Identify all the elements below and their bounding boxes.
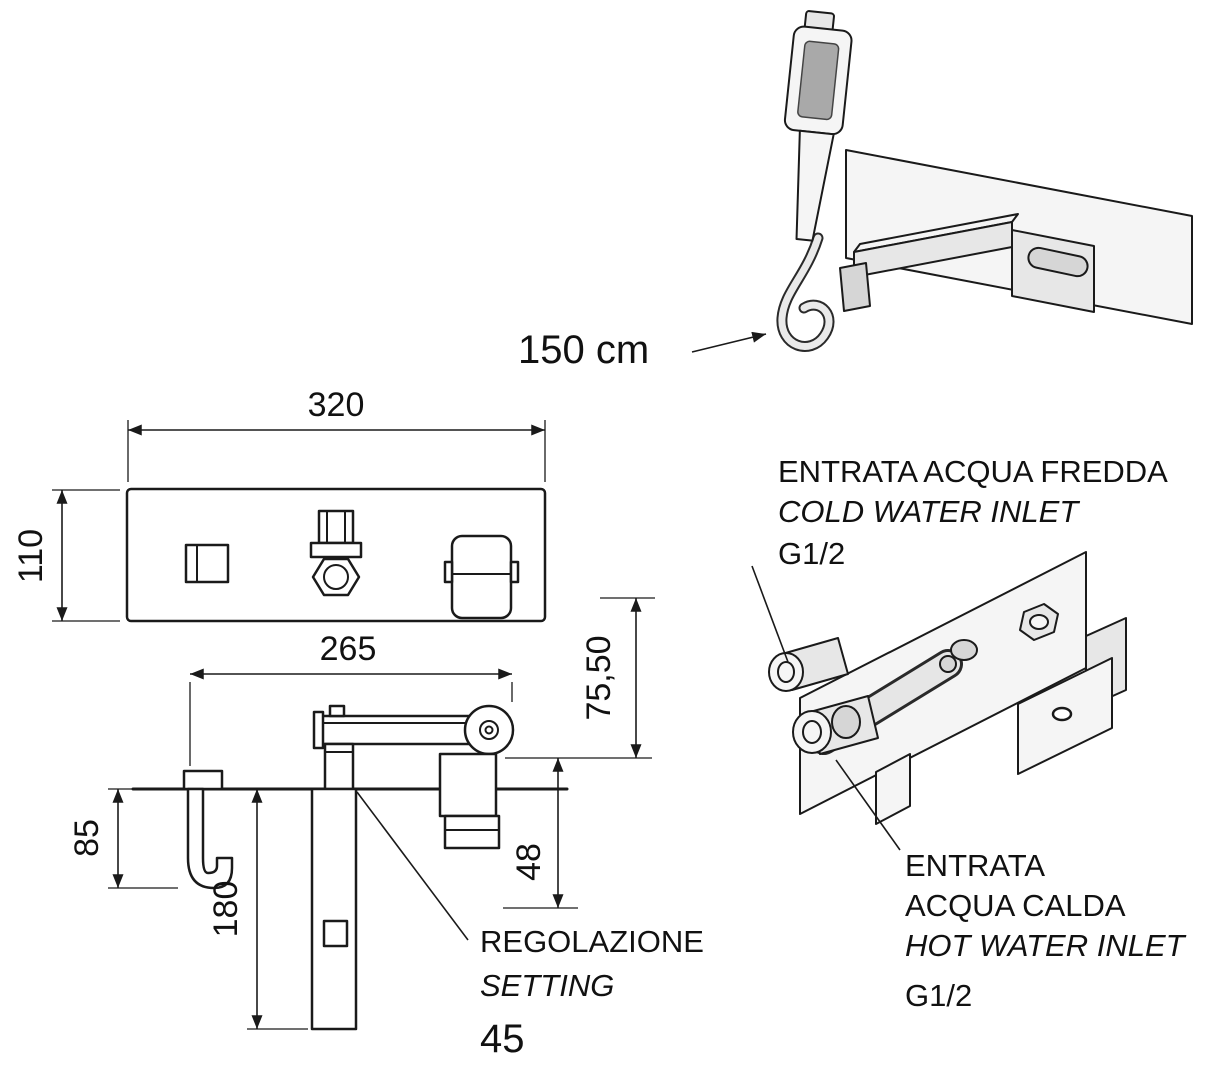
hand-shower-handle (795, 129, 835, 242)
side-spout-screw (328, 704, 346, 718)
back-bottom-tab (875, 753, 911, 825)
front-cartridge-tab-left (443, 560, 454, 584)
side-mixer-valve (443, 814, 501, 850)
front-holder-port (184, 543, 230, 584)
front-diverter-top (317, 509, 355, 545)
hand-shower-wand (783, 10, 853, 242)
hot-inlet-label-en: HOT WATER INLET (905, 928, 1187, 963)
side-holder-hook (186, 787, 234, 890)
hot-inlet-collar (831, 705, 861, 739)
hot-inlet-bore (802, 720, 822, 744)
front-cartridge (450, 534, 513, 620)
cold-inlet-label-en: COLD WATER INLET (778, 494, 1080, 529)
isometric-back-view (768, 551, 1127, 825)
hot-inlet-leader-line (835, 759, 901, 851)
side-section-view: 265 85 180 (68, 597, 704, 1061)
cold-inlet-label-it: ENTRATA ACQUA FREDDA (778, 454, 1168, 489)
hose-length-callout: 150 cm (518, 328, 767, 372)
hose-length-arrow (691, 331, 767, 353)
setting-leader-line (356, 791, 469, 941)
dim265-label: 265 (320, 630, 377, 668)
side-spout-pivot-inner (479, 720, 499, 740)
side-holder-base (182, 769, 224, 791)
dim320-label: 320 (308, 386, 365, 424)
side-spout-arm (318, 714, 472, 746)
hot-inlet-thread-label: G1/2 (905, 978, 972, 1013)
dim180-label: 180 (207, 881, 245, 938)
back-support-slot (1051, 706, 1073, 722)
cold-inlet-bore (777, 661, 795, 683)
cold-inlet-callout: ENTRATA ACQUA FREDDA COLD WATER INLET G1… (751, 454, 1168, 663)
hot-inlet-label-it-1: ENTRATA (905, 848, 1045, 883)
shower-hose (778, 234, 833, 350)
front-diverter-collar (309, 541, 363, 559)
isometric-front-view (776, 10, 1193, 352)
hand-shower-sprayface (797, 40, 840, 121)
hot-inlet-face (792, 710, 832, 754)
side-spout-riser (323, 742, 355, 791)
front-diverter-nut-bore (323, 564, 349, 590)
side-mixer-body (438, 752, 498, 818)
side-concealed-body-port (322, 919, 349, 948)
iso-handshower-holder (839, 262, 871, 312)
side-spout-pivot (463, 704, 515, 756)
iso-lever-handle (1027, 246, 1089, 278)
setting-label-it: REGOLAZIONE (480, 924, 704, 959)
side-spout-pivot-axis (484, 725, 494, 735)
hot-inlet-callout: ENTRATA ACQUA CALDA HOT WATER INLET G1/2 (835, 759, 1187, 1013)
back-mixer-stub (950, 639, 978, 661)
front-diverter-nut (311, 557, 361, 597)
setting-value-label: 45 (480, 1017, 525, 1061)
cold-inlet-leader-line (751, 565, 789, 663)
dim110-label: 110 (12, 529, 50, 583)
front-view: 320 110 (12, 386, 547, 623)
cold-inlet-face (768, 652, 804, 692)
front-cartridge-tab-right (509, 560, 520, 584)
setting-label-en: SETTING (480, 968, 614, 1003)
dim48-label: 48 (510, 843, 548, 881)
side-spout-endcap (312, 710, 325, 750)
hose-length-label: 150 cm (518, 328, 649, 372)
back-mixer-joint (939, 655, 957, 673)
back-hex-nut-bore (1029, 614, 1049, 630)
side-concealed-body (310, 787, 358, 1031)
hot-inlet-label-it-2: ACQUA CALDA (905, 888, 1126, 923)
dim85-label: 85 (68, 819, 106, 857)
cold-inlet-thread-label: G1/2 (778, 536, 845, 571)
dim7550-label: 75,50 (580, 635, 618, 720)
